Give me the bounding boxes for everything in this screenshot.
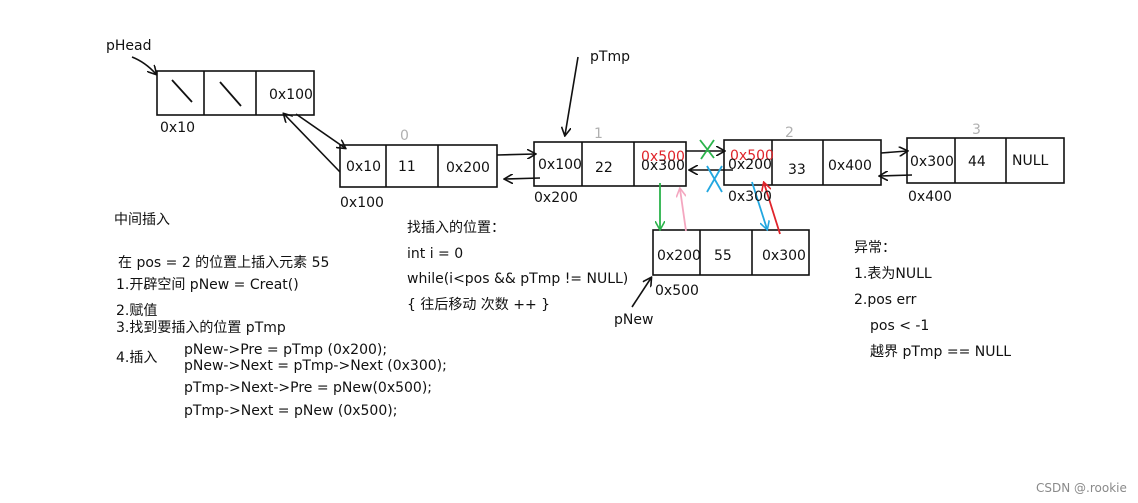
node1-prev-link [505, 178, 541, 179]
green-cross-mark [699, 139, 715, 160]
new-node-next: 0x300 [762, 248, 806, 264]
node2-next-link [880, 151, 907, 153]
head-null-slash-2 [219, 81, 242, 107]
head-next-link [295, 113, 345, 148]
node-2-index: 2 [785, 125, 794, 141]
head-next-value: 0x100 [269, 87, 313, 103]
node3-prev-link [880, 175, 913, 176]
node0-next-link [496, 154, 535, 155]
ptmp-arrow [565, 56, 579, 135]
head-node-box [156, 70, 315, 116]
blue-cross-mark [706, 165, 723, 193]
head-address: 0x10 [160, 120, 196, 136]
node-3-address: 0x400 [908, 189, 952, 205]
node-1-next: 0x300 [641, 158, 685, 174]
notes-right-line2: 2.pos err [854, 292, 917, 308]
node-2-box [723, 139, 882, 186]
node-2-next: 0x400 [828, 158, 872, 174]
notes-right-line1: 1.表为NULL [854, 266, 932, 282]
node-2-data: 33 [788, 162, 806, 178]
node-0-next: 0x200 [446, 160, 490, 176]
node-1-box [533, 141, 687, 187]
node-3-data: 44 [968, 154, 986, 170]
node-0-box [339, 144, 498, 188]
notes-middle-title: 找插入的位置： [407, 220, 505, 236]
phead-label: pHead [106, 38, 152, 54]
code-line-1: pNew->Pre = pTmp (0x200); [184, 342, 388, 358]
node-2-pre-overwrite: 0x500 [730, 148, 774, 164]
new-node-pre: 0x200 [657, 248, 701, 264]
notes-middle-line2: while(i<pos && pTmp != NULL) [407, 271, 629, 287]
head-null-slash-1 [171, 79, 193, 103]
notes-left-line4: 3.找到要插入的位置 pTmp [116, 320, 286, 336]
node-3-index: 3 [972, 122, 981, 138]
notes-left-step4: 4.插入 [116, 350, 158, 366]
node-1-index: 1 [594, 126, 603, 142]
notes-right-title: 异常： [854, 240, 896, 256]
pnew-next-link-blue [751, 181, 767, 229]
new-node-data: 55 [714, 248, 732, 264]
new-node-box [652, 229, 810, 276]
code-line-4: pTmp->Next = pNew (0x500); [184, 403, 398, 419]
node-1-address: 0x200 [534, 190, 578, 206]
node-1-next-overwrite: 0x500 [641, 149, 685, 165]
notes-right-line4: 越界 pTmp == NULL [870, 344, 1012, 360]
pnew-arrow [631, 278, 651, 308]
code-line-3: pTmp->Next->Pre = pNew(0x500); [184, 380, 433, 396]
node-0-address: 0x100 [340, 195, 384, 211]
node-2-address: 0x300 [728, 189, 772, 205]
pnew-label: pNew [614, 312, 654, 328]
notes-middle-line1: int i = 0 [407, 246, 464, 262]
phead-arrow [131, 56, 156, 74]
ptmp-next-link-pink [680, 189, 687, 232]
next-pre-link-red [764, 183, 781, 235]
node-3-pre: 0x300 [910, 154, 954, 170]
node-0-pre: 0x10 [346, 159, 382, 175]
code-line-2: pNew->Next = pTmp->Next (0x300); [184, 358, 447, 374]
node-3-box [906, 137, 1065, 184]
ptmp-label: pTmp [590, 49, 630, 65]
notes-left-line2: 1.开辟空间 pNew = Creat() [116, 277, 299, 293]
node-1-data: 22 [595, 160, 613, 176]
node0-prev-link [284, 114, 341, 173]
node-1-pre: 0x100 [538, 157, 582, 173]
watermark: CSDN @.rookie [1036, 481, 1127, 495]
notes-left-line1: 在 pos = 2 的位置上插入元素 55 [118, 255, 330, 271]
node-2-pre: 0x200 [728, 157, 772, 173]
new-node-address: 0x500 [655, 283, 699, 299]
notes-right-line3: pos < -1 [870, 318, 930, 334]
notes-left-line3: 2.赋值 [116, 303, 158, 319]
node-0-index: 0 [400, 128, 409, 144]
node-0-data: 11 [398, 159, 416, 175]
node-3-next: NULL [1012, 153, 1049, 169]
notes-left-title: 中间插入 [114, 212, 170, 228]
notes-middle-line3: { 往后移动 次数 ++ } [407, 297, 551, 313]
